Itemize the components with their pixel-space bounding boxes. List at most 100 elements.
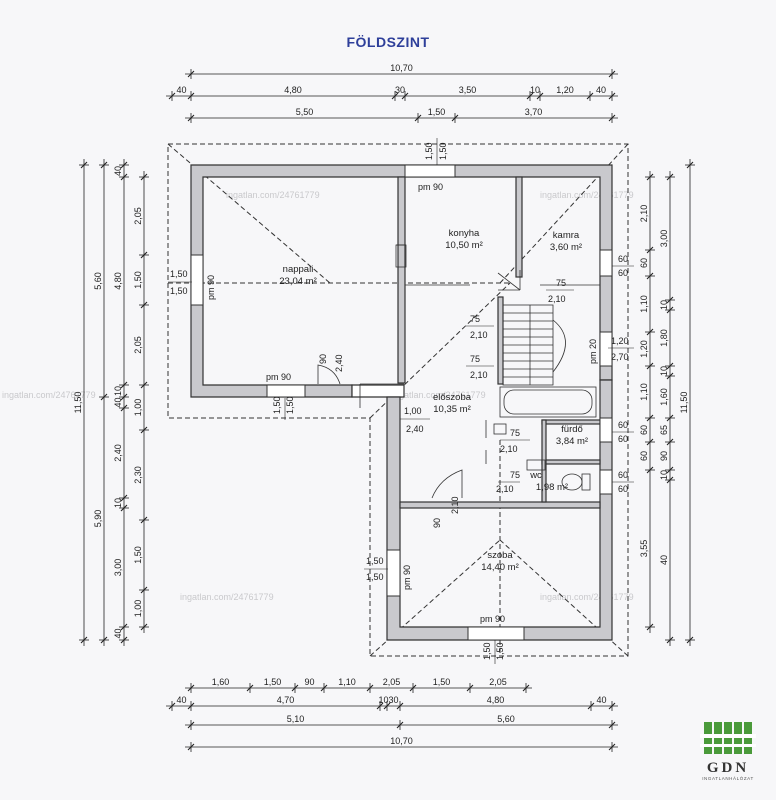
dimension-label: 5,60 [93, 272, 103, 290]
dimension-label: 10 [659, 300, 669, 310]
dimension-label: 11,50 [73, 392, 83, 414]
opening-label: 60 [618, 254, 628, 264]
dimension-label: 3,55 [639, 540, 649, 558]
windows [190, 164, 613, 641]
opening-label: 75 [470, 314, 480, 324]
dimension-label: 1,60 [659, 388, 669, 406]
dimension-label: 5,60 [497, 714, 515, 724]
dimension-label: 3,00 [113, 559, 123, 577]
dimension-label: 1,50 [264, 677, 282, 687]
dimension-label: 1,10 [639, 295, 649, 313]
dimension-label: 4,80 [113, 272, 123, 290]
dimension-label: 10 [113, 386, 123, 396]
watermark-text: ingatlan.com/24761779 [2, 390, 96, 400]
room-wc-name: wc [529, 470, 542, 481]
room-eloszoba-name: előszoba [433, 392, 472, 403]
page-title: FÖLDSZINT [346, 34, 429, 50]
opening-label: 2,10 [548, 294, 566, 304]
logo-emblem [700, 722, 756, 754]
dimension-label: 3,70 [525, 107, 543, 117]
room-szoba-area: 14,40 m² [481, 562, 519, 573]
opening-label: 1,50 [366, 572, 384, 582]
opening-label: 75 [510, 470, 520, 480]
dimension-label: 40 [596, 85, 606, 95]
dimension-label: 40 [113, 397, 123, 407]
room-kamra-name: kamra [553, 230, 580, 241]
dimension-label: 2,05 [383, 677, 401, 687]
opening-label: 90 [432, 518, 442, 528]
dimension-label: 10 [530, 85, 540, 95]
dimension-label: 2,10 [639, 205, 649, 223]
opening-label: 1,50 [438, 142, 448, 160]
dimension-label: 1,10 [639, 383, 649, 401]
opening-label: 60 [618, 484, 628, 494]
room-eloszoba-area: 10,35 m² [433, 404, 471, 415]
opening-label: 1,50 [424, 142, 434, 160]
room-nappali-name: nappali [283, 264, 314, 275]
opening-label: 75 [556, 278, 566, 288]
opening-label: 2,70 [611, 352, 629, 362]
opening-label: 75 [470, 354, 480, 364]
dimension-label: 2,30 [133, 466, 143, 484]
dimension-label: 1,60 [212, 677, 230, 687]
dimension-label: 2,05 [133, 336, 143, 354]
dimension-label: 40 [113, 628, 123, 638]
opening-label: 2,10 [450, 496, 460, 514]
walls [190, 164, 613, 641]
dimension-label: 65 [659, 425, 669, 435]
company-logo: GDN INGATLANHÁLÓZAT [700, 722, 756, 781]
logo-text: GDN [707, 760, 749, 776]
room-konyha-area: 10,50 m² [445, 240, 483, 251]
dimension-label: 5,10 [287, 714, 305, 724]
dimension-label: 1,00 [133, 399, 143, 417]
room-wc-area: 1,98 m² [536, 482, 568, 493]
dimension-label: 40 [176, 695, 186, 705]
dimension-label: 3,50 [459, 85, 477, 95]
opening-label: pm 90 [480, 614, 505, 624]
dimension-label: 10 [659, 470, 669, 480]
dimension-label: 5,50 [296, 107, 314, 117]
dimension-label: 10 [659, 366, 669, 376]
room-szoba-name: szoba [487, 550, 513, 561]
dimension-label: 10,70 [390, 63, 413, 73]
opening-label: 2,40 [406, 424, 424, 434]
dimension-label: 1,80 [659, 329, 669, 347]
dimension-label: 10,70 [390, 736, 413, 746]
door-swings [317, 270, 521, 499]
opening-label: 60 [618, 470, 628, 480]
opening-label: 2,10 [496, 484, 514, 494]
opening-label: 60 [618, 434, 628, 444]
room-furdo-name: fürdő [561, 424, 583, 435]
dimension-label: 4,80 [487, 695, 505, 705]
dimension-label: 40 [596, 695, 606, 705]
opening-label: 1,50 [170, 286, 188, 296]
watermark-text: ingatlan.com/24761779 [226, 190, 320, 200]
dimension-label: 10 [113, 498, 123, 508]
dimension-label: 1,50 [133, 271, 143, 289]
staircase [502, 304, 566, 386]
opening-label: 1,50 [170, 269, 188, 279]
dimension-label: 1,00 [133, 600, 143, 618]
logo-subtitle: INGATLANHÁLÓZAT [702, 775, 754, 781]
opening-label: pm 90 [266, 372, 291, 382]
dimension-label: 5,90 [93, 510, 103, 528]
dimension-label: 3,00 [659, 230, 669, 248]
dimension-label: 1,20 [556, 85, 574, 95]
opening-label: 2,10 [470, 370, 488, 380]
room-konyha-name: konyha [449, 228, 480, 239]
dimension-label: 60 [639, 425, 649, 435]
room-labels: nappali 23,04 m² konyha 10,50 m² kamra 3… [279, 228, 588, 573]
dimension-label: 40 [659, 555, 669, 565]
opening-label: 1,50 [272, 396, 282, 414]
dimension-label: 4,80 [284, 85, 302, 95]
watermark-text: ingatlan.com/24761779 [540, 592, 634, 602]
dimension-label: 2,05 [489, 677, 507, 687]
opening-label: 1,50 [482, 642, 492, 660]
opening-label: 2,40 [334, 354, 344, 372]
room-furdo-area: 3,84 m² [556, 436, 588, 447]
opening-label: 2,10 [500, 444, 518, 454]
dimension-label: 1,50 [428, 107, 446, 117]
opening-label: 60 [618, 420, 628, 430]
